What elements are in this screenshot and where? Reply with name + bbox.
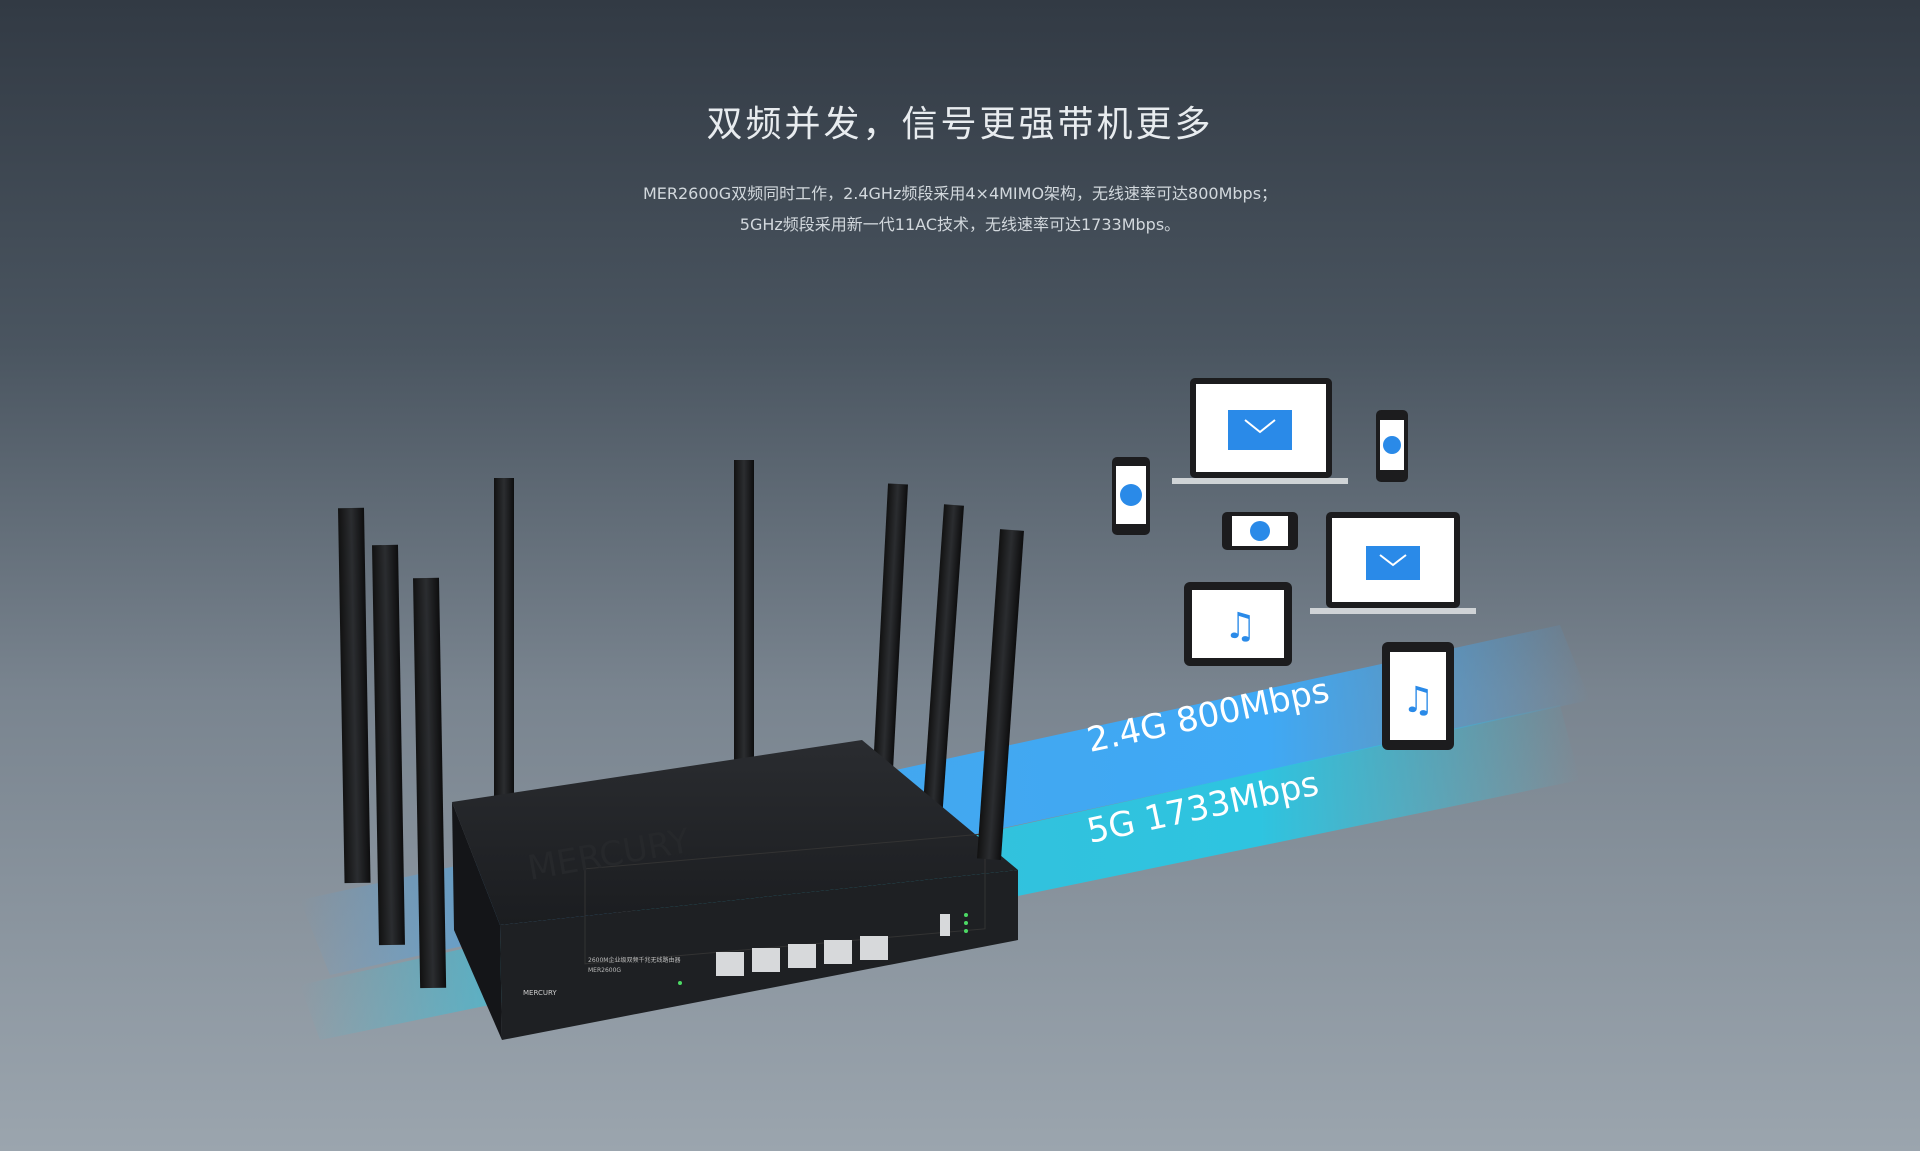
- product-name-label: 2600M企业级双频千兆无线路由器: [588, 956, 680, 964]
- music-icon: ♫: [1224, 606, 1256, 647]
- router: 2600M企业级双频千兆无线路由器 MER2600G MERCURY MERCU…: [452, 740, 1018, 1040]
- chat-icon: [1120, 484, 1142, 506]
- status-led: [964, 913, 968, 917]
- port: [752, 948, 780, 972]
- antenna: [977, 529, 1024, 861]
- antenna: [921, 504, 964, 825]
- power-led: [678, 981, 682, 985]
- antenna: [494, 478, 514, 798]
- antenna: [372, 544, 405, 946]
- device-laptop-right: [1310, 512, 1476, 614]
- page-title: 双频并发，信号更强带机更多: [706, 104, 1214, 145]
- description: MER2600G双频同时工作，2.4GHz频段采用4×4MIMO架构，无线速率可…: [0, 178, 1920, 240]
- port: [716, 952, 744, 976]
- chat-icon: [1250, 521, 1270, 541]
- port: [824, 940, 852, 964]
- device-phone-landscape: [1222, 512, 1298, 550]
- status-led: [964, 921, 968, 925]
- model-label: MER2600G: [588, 967, 621, 974]
- device-tablet-left: [1112, 457, 1150, 535]
- description-line-2: 5GHz频段采用新一代11AC技术，无线速率可达1733Mbps。: [739, 215, 1181, 234]
- chat-icon: [1383, 436, 1401, 454]
- device-tablet-right: ♫: [1382, 642, 1454, 750]
- brand-logo-front: MERCURY: [523, 989, 557, 997]
- usb-port: [940, 914, 950, 936]
- ethernet-ports: [716, 936, 888, 976]
- mail-icon: [1228, 410, 1292, 450]
- device-tablet-landscape: ♫: [1184, 582, 1292, 666]
- status-led: [964, 929, 968, 933]
- antenna: [338, 507, 371, 884]
- music-icon: ♫: [1402, 680, 1434, 721]
- antenna: [734, 460, 754, 800]
- mail-icon: [1366, 546, 1420, 580]
- description-line-1: MER2600G双频同时工作，2.4GHz频段采用4×4MIMO架构，无线速率可…: [642, 184, 1278, 203]
- antenna: [870, 483, 908, 815]
- port: [788, 944, 816, 968]
- device-phone-right: [1376, 410, 1408, 482]
- device-laptop-top: [1172, 378, 1348, 484]
- antenna: [413, 577, 447, 989]
- port: [860, 936, 888, 960]
